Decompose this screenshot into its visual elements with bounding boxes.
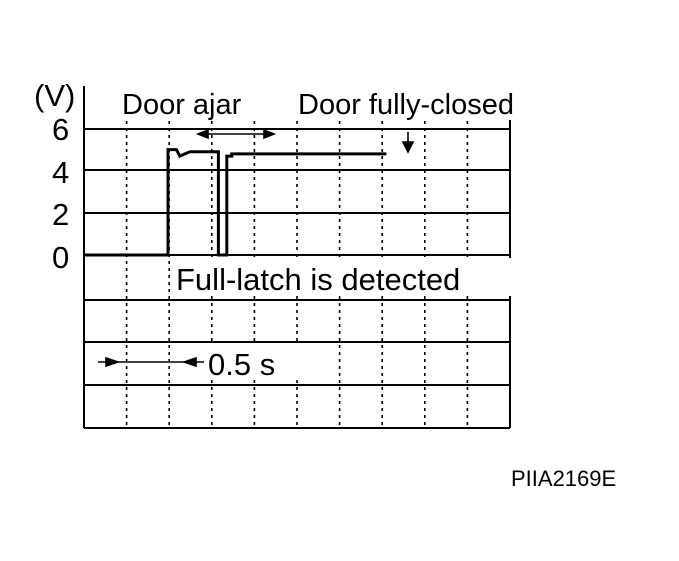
door-ajar-arrow bbox=[195, 128, 277, 140]
figure-code: PIIA2169E bbox=[511, 466, 616, 491]
time-scale-arrow bbox=[98, 356, 204, 368]
time-scale-label: 0.5 s bbox=[208, 347, 275, 382]
door-fully-closed-marker bbox=[401, 132, 415, 154]
full-latch-label-bg bbox=[172, 258, 530, 296]
grid bbox=[83, 86, 511, 429]
y-axis-unit-label: (V) bbox=[34, 78, 75, 113]
y-tick-label-6: 6 bbox=[52, 112, 69, 147]
y-tick-label-0: 0 bbox=[52, 240, 69, 275]
door-fully-closed-label: Door fully-closed bbox=[298, 89, 514, 121]
door-ajar-label: Door ajar bbox=[122, 89, 242, 121]
voltage-trace bbox=[84, 148, 387, 257]
y-tick-label-2: 2 bbox=[52, 197, 69, 232]
full-latch-label: Full-latch is detected bbox=[176, 262, 460, 297]
door-fully-closed-label-bg bbox=[294, 86, 556, 120]
door-ajar-label-bg bbox=[120, 86, 270, 120]
time-scale-label-bg bbox=[206, 344, 302, 380]
y-tick-label-4: 4 bbox=[52, 155, 69, 190]
